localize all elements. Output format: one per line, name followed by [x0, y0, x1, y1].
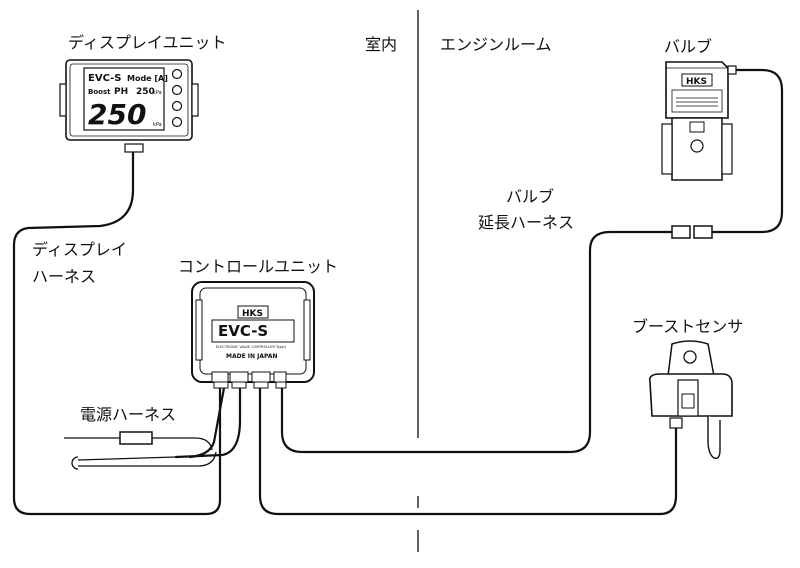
- control-unit-subtitle: ELECTRONIC VALVE CONTROLLER Type1: [216, 345, 286, 349]
- control-unit-port-3: [251, 371, 271, 383]
- display-unit: EVC-S Mode [A] Boost PH 250 kPa 250 kPa: [59, 59, 199, 153]
- valve-logo-box: [681, 73, 713, 87]
- control-unit-port-1: [211, 371, 229, 383]
- boost-sensor-label: ブーストセンサ: [632, 317, 743, 336]
- control-unit-port-4: [273, 371, 287, 383]
- control-unit-logo: HKS: [242, 309, 263, 319]
- valve-connector-a: [671, 225, 691, 239]
- screen-unit-1: kPa: [153, 90, 162, 96]
- valve-label: バルブ: [664, 37, 712, 56]
- screen-value-big: 250: [88, 98, 146, 131]
- valve-connector-b: [693, 225, 713, 239]
- boost-sensor-connector: [669, 417, 683, 429]
- valve-harness-label-2: 延長ハーネス: [478, 213, 574, 232]
- valve-extension-wire: [280, 230, 674, 454]
- screen-value-small: 250: [136, 87, 155, 97]
- control-unit: HKS EVC-S ELECTRONIC VALVE CONTROLLER Ty…: [191, 281, 315, 389]
- power-harness-label: 電源ハーネス: [80, 405, 176, 424]
- display-button-2: [171, 84, 183, 96]
- valve-logo: HKS: [686, 77, 707, 87]
- power-harness-wires: [64, 386, 242, 467]
- control-unit-port-2: [229, 371, 249, 383]
- power-harness-ring-terminal: [71, 456, 79, 470]
- display-harness-label-1: ディスプレイ: [32, 240, 127, 259]
- control-unit-label: コントロールユニット: [178, 257, 338, 276]
- display-button-3: [171, 100, 183, 112]
- power-harness-fuse: [119, 431, 153, 445]
- display-harness-wire: [12, 150, 222, 516]
- screen-boost: Boost: [88, 88, 111, 96]
- display-button-1: [171, 68, 183, 80]
- display-button-4: [171, 116, 183, 128]
- valve-unit: HKS: [661, 61, 737, 181]
- screen-brand: EVC-S: [88, 73, 122, 84]
- display-screen: [83, 67, 165, 131]
- screen-unit-2: kPa: [153, 122, 162, 128]
- display-connector: [124, 143, 144, 153]
- control-unit-product: EVC-S: [218, 322, 268, 340]
- valve-harness-label-1: バルブ: [506, 187, 554, 206]
- boost-sensor-wire: [258, 386, 678, 516]
- zone-label-indoor: 室内: [365, 35, 397, 54]
- zone-label-engine-room: エンジンルーム: [440, 35, 552, 54]
- screen-mode: Mode [A]: [127, 74, 168, 83]
- valve-extension-wire-2: [710, 68, 784, 234]
- display-unit-label: ディスプレイユニット: [68, 33, 227, 52]
- boost-sensor: [648, 340, 733, 460]
- control-unit-logo-box: [237, 305, 269, 319]
- display-harness-label-2: ハーネス: [32, 267, 96, 286]
- control-unit-origin: MADE IN JAPAN: [226, 353, 278, 360]
- screen-ph: PH: [114, 87, 128, 97]
